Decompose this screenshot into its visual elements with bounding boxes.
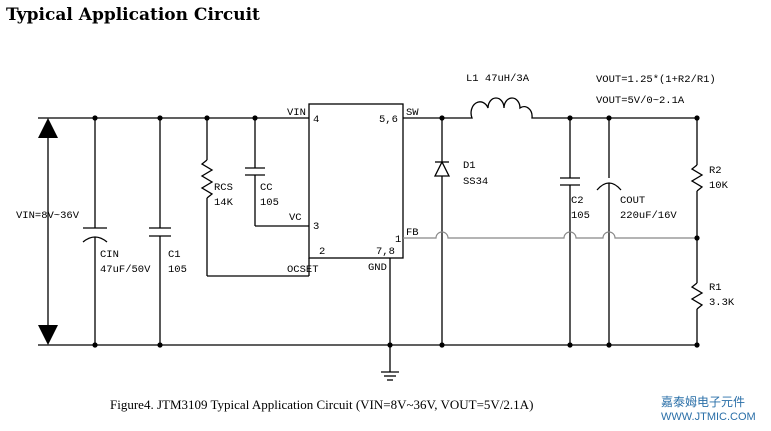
resistor-r2 (690, 164, 704, 192)
junction-dot (439, 115, 445, 121)
watermark-url: WWW.JTMIC.COM (661, 411, 756, 423)
cin-name: CIN (100, 249, 119, 261)
c2-value: 105 (571, 210, 590, 222)
rcs-value: 14K (214, 197, 234, 209)
junction-dot (92, 115, 98, 121)
junction-dot (157, 342, 163, 348)
r1-name: R1 (709, 282, 722, 294)
rcs-name: RCS (214, 182, 233, 194)
vin-arrow-down-icon (38, 325, 58, 345)
pin-ocset-label: OCSET (287, 264, 319, 276)
junction-dot (204, 115, 210, 121)
ic-jtm3109 (308, 103, 404, 259)
r1-value: 3.3K (709, 297, 735, 309)
junction-dot (567, 115, 573, 121)
figure-caption: Figure4. JTM3109 Typical Application Cir… (110, 397, 534, 412)
pin-gnd-label: GND (368, 262, 387, 274)
junction-dot (606, 115, 612, 121)
cout-name: COUT (620, 195, 645, 207)
junction-dot (252, 115, 258, 121)
cc-value: 105 (260, 197, 279, 209)
d1-value: SS34 (463, 176, 488, 188)
junction-dot (606, 342, 612, 348)
inductor-label: L1 47uH/3A (466, 73, 530, 85)
fb-wire (403, 231, 697, 239)
vin-label: VIN=8V~36V (16, 210, 80, 222)
pin-ocset-number: 2 (319, 246, 325, 258)
resistor-r1 (690, 282, 704, 310)
c2-name: C2 (571, 195, 584, 207)
cin-value: 47uF/50V (100, 264, 151, 276)
vout-value: VOUT=5V/0~2.1A (596, 95, 685, 107)
d1-name: D1 (463, 160, 476, 172)
cc-name: CC (260, 182, 273, 194)
junction-dot (694, 115, 700, 121)
pin-fb-label: FB (406, 227, 419, 239)
inductor-l1 (468, 97, 536, 119)
vin-arrow-up-icon (38, 118, 58, 138)
page-title: Typical Application Circuit (6, 5, 260, 25)
r2-name: R2 (709, 165, 722, 177)
pin-vin-number: 4 (313, 114, 319, 126)
vout-equation: VOUT=1.25*(1+R2/R1) (596, 74, 716, 86)
resistor-rcs (200, 159, 214, 199)
pin-gnd-number: 7,8 (376, 246, 395, 258)
c1-name: C1 (168, 249, 181, 261)
junction-dot (567, 342, 573, 348)
diode-d1 (433, 160, 451, 177)
pin-fb-number: 1 (395, 234, 401, 246)
junction-dot (694, 235, 700, 241)
pin-sw-number: 5,6 (379, 114, 398, 126)
pin-vc-label: VC (289, 212, 302, 224)
watermark-logo-text: 嘉泰姆电子元件 (661, 395, 746, 409)
junction-dot (694, 342, 700, 348)
junction-dot (439, 342, 445, 348)
junction-dot (92, 342, 98, 348)
cout-value: 220uF/16V (620, 210, 677, 222)
junction-dot (387, 342, 393, 348)
c1-value: 105 (168, 264, 187, 276)
pin-sw-label: SW (406, 107, 419, 119)
pin-vc-number: 3 (313, 221, 319, 233)
junction-dot (157, 115, 163, 121)
r2-value: 10K (709, 180, 729, 192)
pin-vin-label: VIN (287, 107, 306, 119)
